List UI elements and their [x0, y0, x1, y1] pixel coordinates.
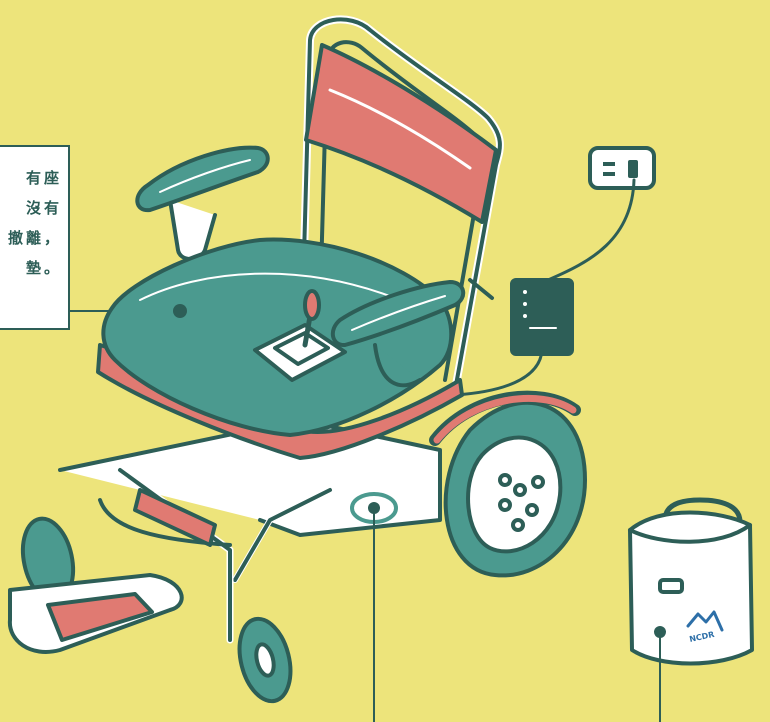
callout-line-1: 有座	[0, 163, 62, 193]
footplate	[10, 575, 182, 652]
battery-cable	[455, 350, 542, 395]
backrest-cloth	[306, 45, 496, 222]
cushion-callout-dot	[173, 304, 187, 318]
callout-line-3: 撤離，	[0, 223, 62, 253]
callout-line-4: 墊。	[0, 253, 62, 283]
charger-cable	[548, 180, 634, 280]
power-outlet	[590, 148, 654, 188]
rear-wheel	[435, 397, 585, 576]
seat-cushion-callout: 有座 沒有 撤離， 墊。	[0, 145, 70, 330]
callout-line-2: 沒有	[0, 193, 62, 223]
battery-charger	[512, 280, 572, 354]
